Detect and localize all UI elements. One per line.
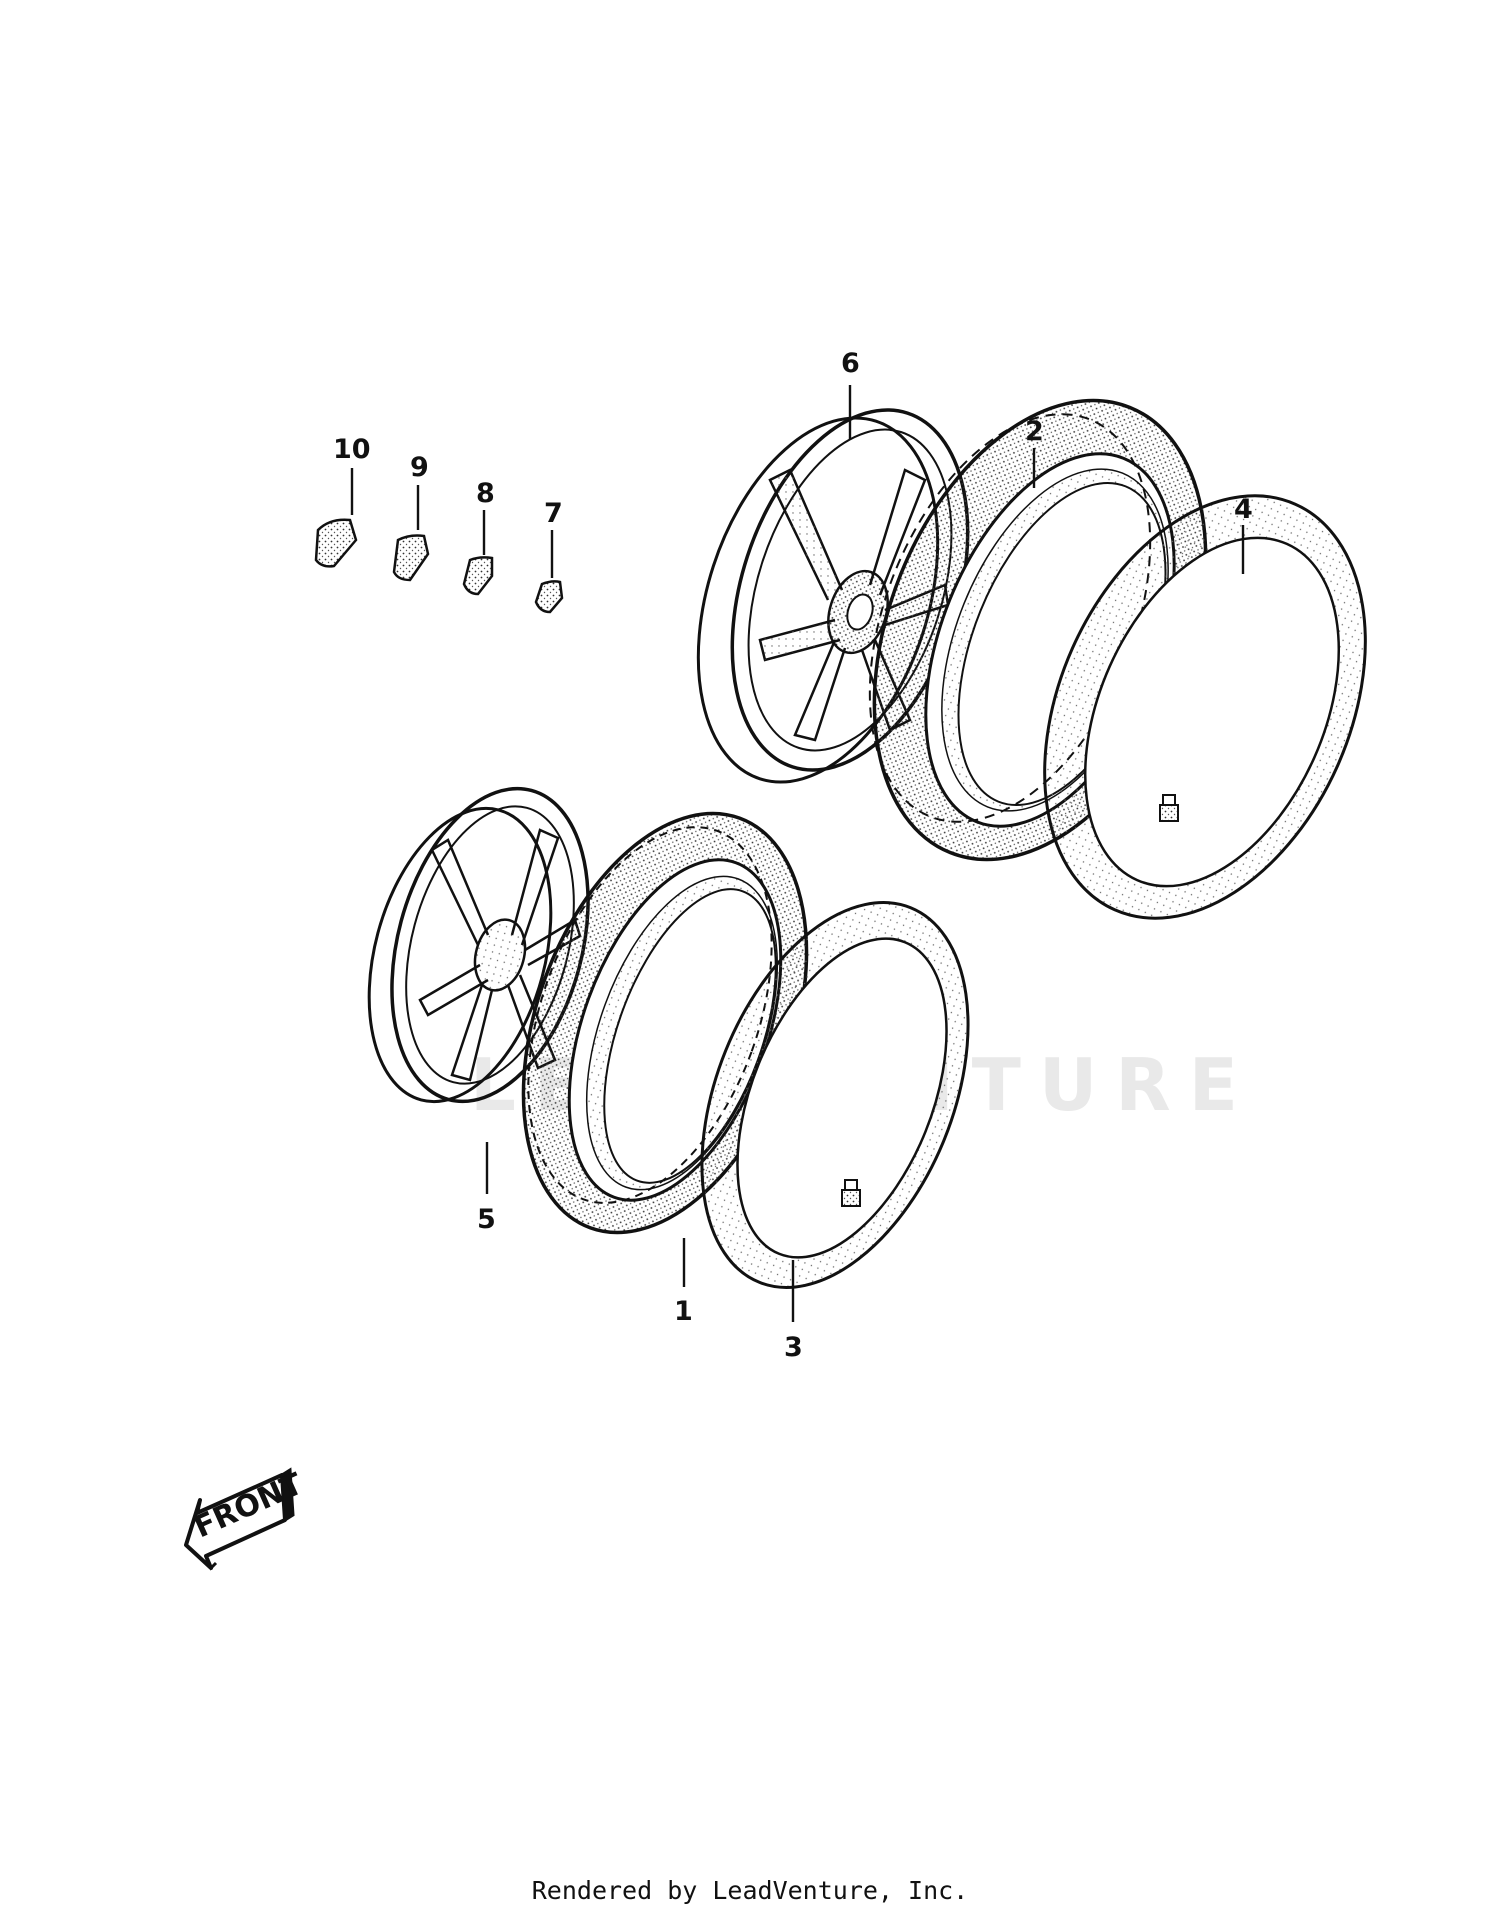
callout-8: 8 (476, 478, 495, 509)
callout-7: 7 (544, 498, 563, 529)
balance-weight-7 (534, 580, 564, 614)
callout-5: 5 (477, 1204, 496, 1235)
callout-4: 4 (1234, 494, 1253, 525)
callout-3: 3 (784, 1332, 803, 1363)
footer-credit: Rendered by LeadVenture, Inc. (531, 1876, 969, 1905)
front-tire (521, 811, 809, 1235)
callout-1: 1 (674, 1296, 693, 1327)
rear-tire (868, 398, 1208, 862)
callout-6: 6 (841, 348, 860, 379)
balance-weight-10 (314, 518, 358, 568)
callout-9: 9 (410, 452, 429, 483)
callout-2: 2 (1025, 416, 1044, 447)
rear-tube (1043, 494, 1367, 920)
rear-wheel-rim (696, 408, 970, 784)
balance-weight-9 (392, 534, 430, 582)
front-tube (700, 901, 970, 1289)
balance-weight-8 (462, 556, 494, 596)
front-arrow-icon: FRONT (184, 1466, 308, 1571)
callout-10: 10 (333, 434, 371, 465)
